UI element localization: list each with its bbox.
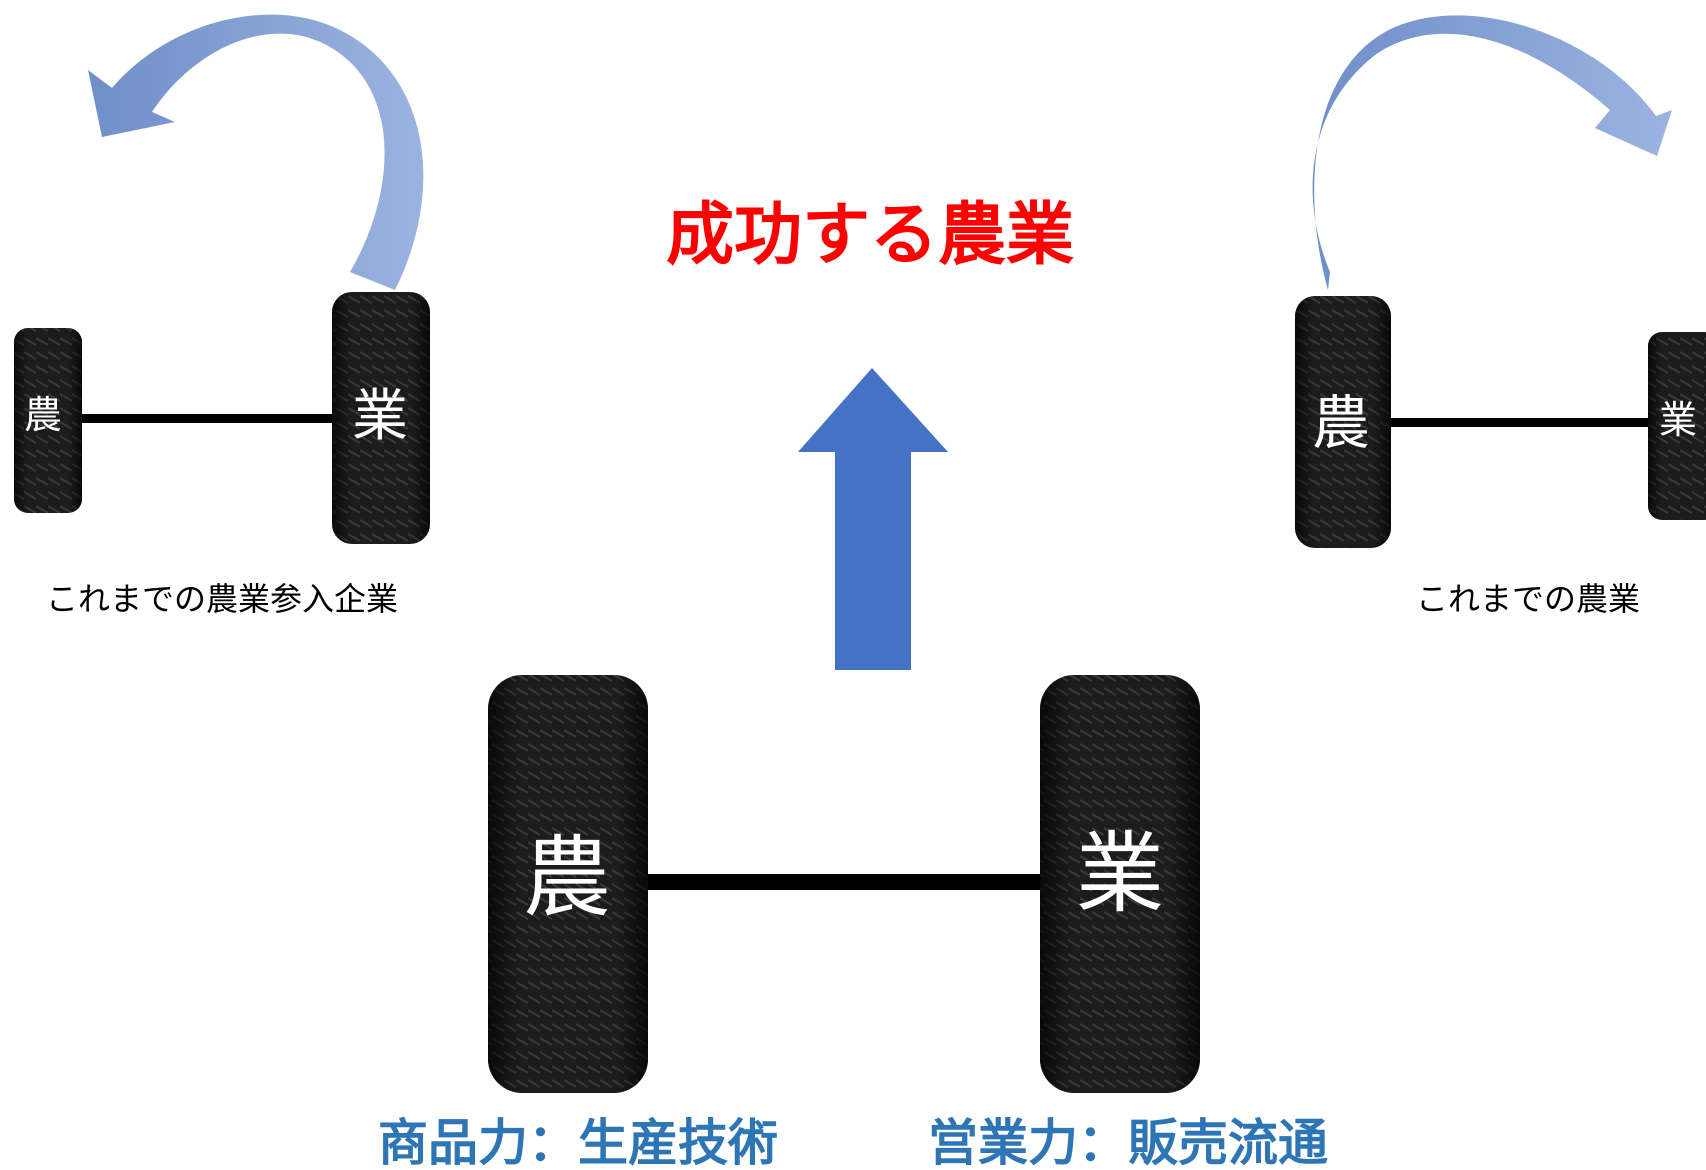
- production-caption: 商品力：生産技術: [378, 1114, 778, 1170]
- left-axle: 農 業 これまでの農業参入企業: [14, 292, 430, 618]
- tire: [1648, 332, 1706, 520]
- tire: [1295, 296, 1391, 548]
- wheel-label-no: 農: [24, 393, 62, 437]
- wheel-label-gyo: 業: [1076, 822, 1164, 925]
- curved-arrow-left: [88, 14, 424, 290]
- left-caption: これまでの農業参入企業: [46, 580, 398, 618]
- axle-bar: [80, 414, 340, 423]
- wheel-label-gyo: 業: [1659, 398, 1697, 442]
- wheel-label-no: 農: [1312, 389, 1370, 457]
- curved-arrow-right: [1312, 15, 1672, 290]
- center-axle: 農 業 商品力：生産技術 営業力：販売流通: [378, 675, 1328, 1170]
- axle-bar: [1370, 418, 1650, 427]
- right-axle: 農 業 これまでの農業: [1295, 296, 1706, 618]
- wheel-label-no: 農: [523, 826, 611, 929]
- axle-bar: [600, 874, 1070, 890]
- sales-caption: 営業力：販売流通: [928, 1114, 1328, 1170]
- right-caption: これまでの農業: [1416, 580, 1640, 618]
- wheel-label-gyo: 業: [352, 384, 408, 449]
- tire: [14, 328, 82, 513]
- tire: [488, 675, 648, 1093]
- tire: [1040, 675, 1200, 1093]
- up-arrow: [798, 368, 948, 670]
- page-title: 成功する農業: [666, 196, 1074, 275]
- tire: [332, 292, 430, 544]
